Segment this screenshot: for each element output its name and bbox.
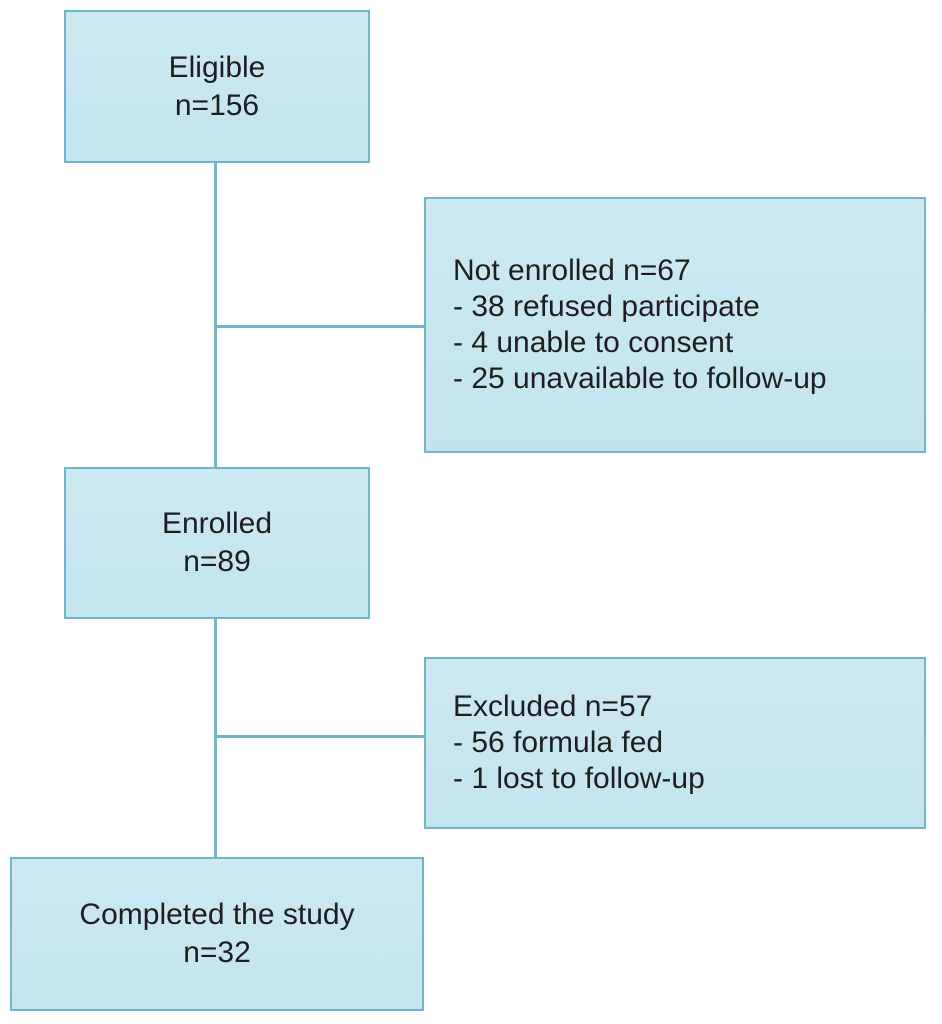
eligible-label: Eligible [168,50,266,84]
connector-enrolled-to-completed [214,618,217,858]
completed-count: n=32 [183,936,251,969]
excluded-box: Excluded n=57 - 56 formula fed - 1 lost … [424,657,926,829]
eligible-count: n=156 [174,88,260,122]
excluded-heading: Excluded n=57 [453,690,653,723]
enrolled-box: Enrolled n=89 [64,467,370,619]
enrolled-count: n=89 [183,545,251,578]
excluded-item: - 1 lost to follow-up [453,762,705,795]
completed-label: Completed the study [79,898,355,931]
connector-to-not-enrolled [214,325,426,328]
connector-eligible-to-enrolled [214,162,217,468]
not-enrolled-item: - 4 unable to consent [453,326,734,359]
not-enrolled-box: Not enrolled n=67 - 38 refused participa… [424,197,926,453]
completed-box: Completed the study n=32 [10,857,424,1011]
enrolled-label: Enrolled [161,507,273,540]
connector-to-excluded [214,735,426,738]
not-enrolled-item: - 25 unavailable to follow-up [453,362,827,395]
not-enrolled-heading: Not enrolled n=67 [453,254,691,287]
excluded-item: - 56 formula fed [453,726,664,759]
eligible-box: Eligible n=156 [64,10,370,163]
not-enrolled-item: - 38 refused participate [453,290,760,323]
